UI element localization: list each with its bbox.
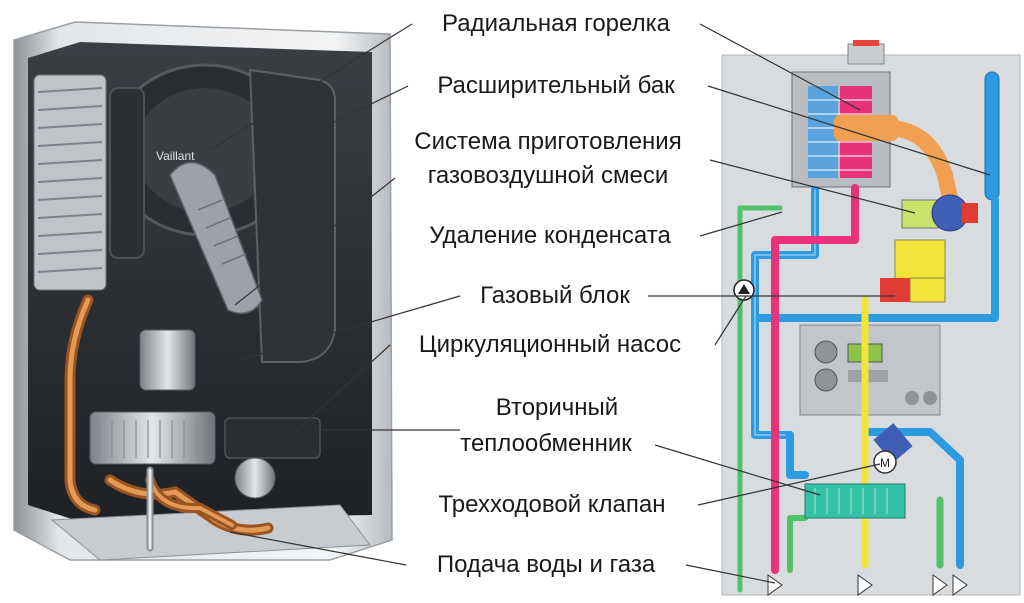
boiler-tray <box>50 504 371 561</box>
gas-valve <box>139 329 196 391</box>
leader-lines <box>209 23 991 584</box>
label-water-gas-supply: Подача воды и газа <box>436 551 656 578</box>
scheme-expansion-vessel <box>984 71 1000 201</box>
label-mix-system-line1: Система приготовления <box>414 128 682 155</box>
boiler-photo: Vaillant <box>13 21 393 561</box>
label-burner: Радиальная горелка <box>442 10 670 37</box>
air-duct <box>169 161 263 315</box>
primary-heat-exchanger <box>33 74 107 291</box>
label-expansion-tank: Расширительный бак <box>437 72 675 99</box>
flue-outlet <box>847 43 885 65</box>
expansion-tank <box>248 68 336 363</box>
scheme-gas-valve <box>880 239 946 303</box>
hydraulic-scheme: M <box>721 40 1021 596</box>
label-mix-system-line2: газовоздушной смеси <box>427 162 669 189</box>
scheme-heat-exchanger <box>791 71 958 200</box>
label-secondary-exchanger-line1: Вторичный <box>495 394 619 421</box>
circulation-pump <box>224 417 321 499</box>
label-condensate: Удаление конденсата <box>429 222 671 249</box>
copper-pipes <box>64 294 274 552</box>
motor-glyph: M <box>880 456 890 470</box>
label-gas-block: Газовый блок <box>480 282 630 309</box>
label-three-way-valve: Трехходовой клапан <box>438 491 666 518</box>
label-secondary-exchanger-line2: теплообменник <box>460 430 632 457</box>
scheme-three-way-valve: M <box>873 423 913 474</box>
scheme-secondary-exchanger <box>804 483 906 519</box>
scheme-control-panel <box>799 324 941 416</box>
scheme-bottom-valves <box>767 574 968 596</box>
scheme-circulation-pump <box>733 279 755 301</box>
scheme-fan <box>901 194 978 232</box>
brand-mark: Vaillant <box>156 149 195 163</box>
label-circulation-pump: Циркуляционный насос <box>418 331 682 358</box>
